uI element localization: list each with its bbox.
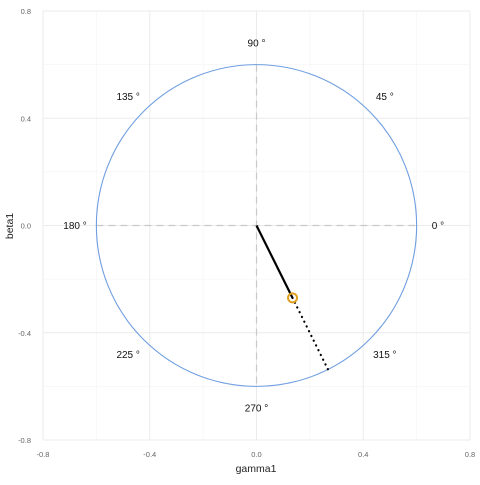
angle-label: 90 °	[248, 39, 266, 50]
x-tick-label: 0.8	[465, 450, 475, 459]
x-tick-label: -0.8	[37, 450, 50, 459]
y-tick-label: 0.4	[21, 114, 31, 123]
circle-layer	[95, 64, 418, 387]
angle-label: 0 °	[432, 221, 444, 232]
angle-label: 180 °	[63, 221, 86, 232]
angle-label: 270 °	[245, 403, 268, 414]
y-tick-label: 0.8	[21, 7, 31, 16]
y-tick-labels: -0.8 -0.4 0.0 0.4 0.8	[18, 7, 31, 445]
y-tick-label: 0.0	[21, 222, 31, 231]
angle-label: 135 °	[116, 92, 139, 103]
y-tick-label: -0.8	[18, 436, 31, 445]
x-tick-label: 0.0	[251, 450, 261, 459]
data-point	[287, 292, 299, 304]
y-tick-label: -0.4	[18, 329, 31, 338]
angle-label: 45 °	[376, 92, 394, 103]
unit-circle	[95, 64, 418, 387]
x-tick-labels: -0.8 -0.4 0.0 0.4 0.8	[37, 450, 476, 459]
vector-line	[255, 225, 294, 299]
x-tick-label: -0.4	[143, 450, 156, 459]
x-axis-title: gamma1	[236, 463, 277, 475]
x-tick-label: 0.4	[358, 450, 368, 459]
angle-labels: 0 ° 45 ° 90 ° 135 ° 180 ° 225 ° 270 ° 315 °	[63, 39, 444, 415]
angle-label: 225 °	[116, 350, 139, 361]
y-axis-title: beta1	[4, 213, 16, 239]
vector-layer	[255, 225, 330, 371]
angle-label: 315 °	[373, 350, 396, 361]
projection-dotted-line	[291, 296, 330, 371]
